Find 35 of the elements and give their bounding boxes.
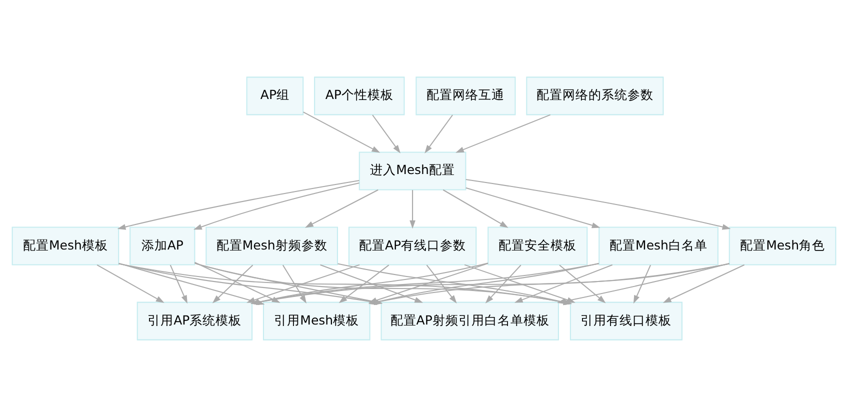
arrow: [426, 264, 457, 304]
node-box: 配置AP有线口参数: [348, 226, 477, 266]
arrow: [466, 178, 731, 230]
node-box: 配置Mesh模板: [12, 226, 120, 266]
node-box: 配置网络的系统参数: [526, 76, 664, 116]
node-box: 引用Mesh模板: [262, 302, 370, 340]
node-box: 配置安全模板: [488, 226, 588, 266]
arrow: [96, 264, 164, 303]
arrow: [424, 114, 453, 154]
node-box: 引用有线口模板: [570, 302, 682, 340]
arrow: [304, 189, 378, 228]
node-box: 引用AP系统模板: [136, 302, 253, 340]
arrow: [466, 187, 600, 228]
node-box: AP组: [246, 76, 304, 116]
arrow: [170, 264, 188, 304]
arrow: [456, 114, 550, 153]
node-box: 配置Mesh白名单: [598, 226, 718, 266]
arrow: [282, 264, 307, 304]
node-box: 配置AP射频引用白名单模板: [380, 302, 559, 340]
arrow: [194, 182, 360, 230]
node-box: 配置Mesh角色: [728, 226, 836, 266]
arrow: [117, 180, 360, 230]
node-box: 配置网络互通: [416, 76, 516, 116]
node-box: 添加AP: [130, 226, 196, 266]
node-box: 配置Mesh射频参数: [206, 226, 338, 266]
arrow: [442, 189, 508, 228]
node-box: 进入Mesh配置: [358, 152, 466, 190]
arrow: [485, 264, 522, 304]
arrow: [662, 264, 745, 303]
arrow: [372, 114, 400, 154]
arrow: [212, 264, 254, 304]
arrow: [303, 112, 380, 153]
arrow: [633, 264, 652, 304]
node-box: AP个性模板: [314, 76, 405, 116]
arrow: [410, 190, 416, 229]
